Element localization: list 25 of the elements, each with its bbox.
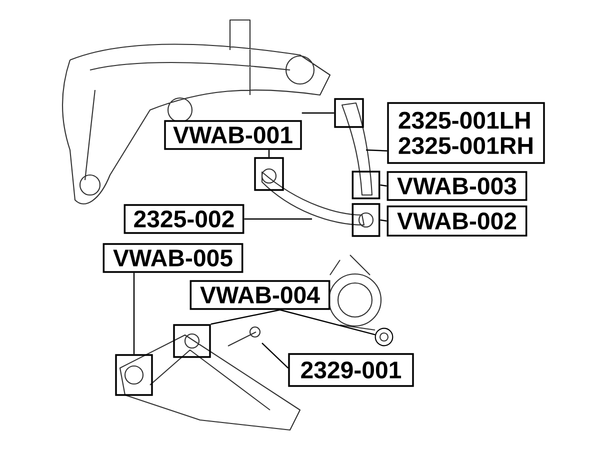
- leader-line: [280, 309, 376, 336]
- part-number-label: 2325-002: [124, 204, 244, 234]
- leader-line: [244, 218, 312, 220]
- leader-line: [262, 342, 289, 368]
- part-number-label: VWAB-004: [190, 280, 330, 310]
- part-number-label: VWAB-002: [386, 205, 528, 237]
- leader-line: [302, 112, 334, 114]
- part-number-label: 2329-001: [288, 353, 414, 387]
- leader-line: [380, 219, 387, 222]
- part-number-label: VWAB-003: [386, 171, 528, 201]
- leader-line: [268, 150, 270, 158]
- callout-box: [334, 98, 364, 128]
- leader-line: [210, 309, 280, 325]
- callout-box: [115, 354, 153, 396]
- leader-line: [366, 149, 388, 152]
- callout-box: [352, 203, 380, 237]
- leader-line: [133, 272, 135, 354]
- callout-box: [254, 157, 284, 191]
- bushing-circle: [374, 328, 394, 346]
- part-number-label: 2325-001LH 2325-001RH: [387, 102, 545, 164]
- callout-box: [352, 170, 380, 200]
- leader-line: [380, 184, 387, 187]
- callout-box: [173, 324, 211, 358]
- part-number-label: VWAB-005: [102, 243, 244, 273]
- part-number-label: VWAB-001: [164, 120, 302, 150]
